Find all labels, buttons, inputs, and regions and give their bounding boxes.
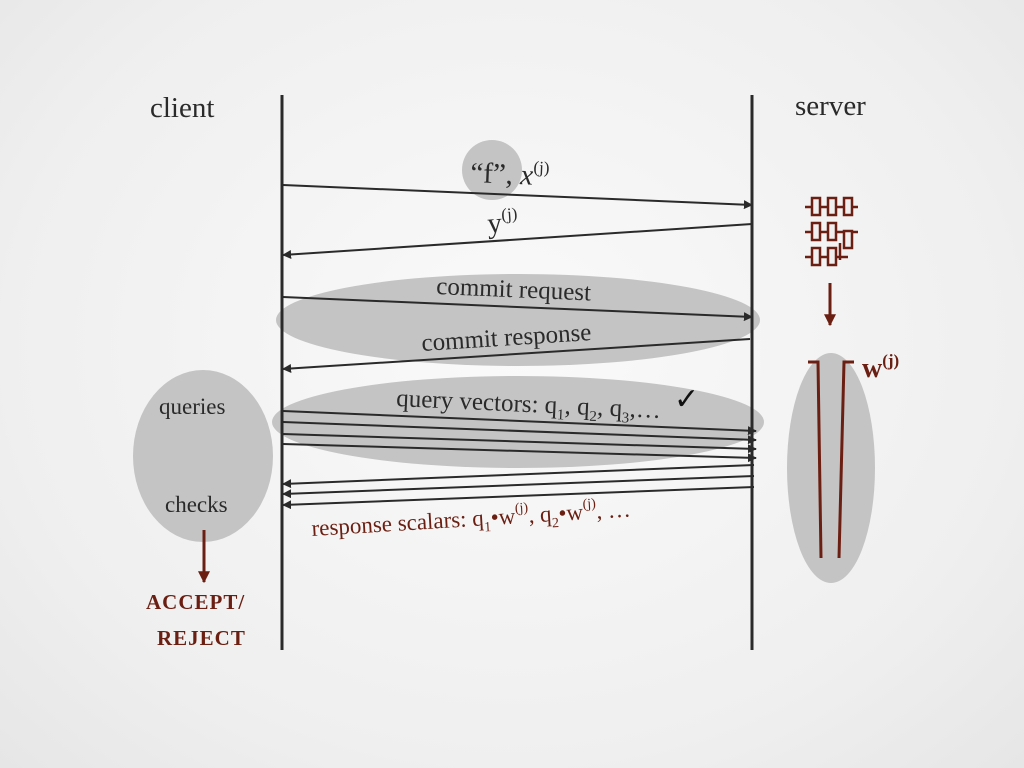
response-suffix: , … — [595, 497, 631, 524]
q1-sub: 1 — [556, 407, 564, 423]
arrow-query-4 — [282, 443, 757, 463]
r1-dot-w: •w — [490, 504, 517, 530]
r2-dot-w: •w — [558, 499, 585, 525]
x-sup-label: (j) — [533, 158, 550, 178]
q3-label: , q — [597, 394, 624, 422]
server-w-ellipse — [787, 353, 875, 583]
comma-label: , — [505, 159, 521, 192]
arrow-function-input — [282, 184, 753, 210]
w-text: w — [862, 353, 883, 384]
r2-sup: (j) — [582, 497, 596, 513]
w-left-bar — [808, 360, 823, 559]
r2-label: , q — [528, 501, 553, 527]
arrow-commit-response — [282, 338, 751, 373]
arrow-response-2 — [282, 475, 755, 499]
output-label: y(j) — [486, 204, 519, 240]
query-suffix: ,… — [629, 396, 661, 424]
checkmark-icon: ✓ — [674, 382, 699, 417]
arrow-query-2 — [282, 421, 757, 445]
server-label: server — [795, 90, 866, 122]
w-sup: (j) — [882, 351, 899, 370]
function-input-label: “f”, x(j) — [470, 155, 550, 192]
r2-sub: 2 — [552, 516, 560, 531]
circuit-icon — [805, 196, 858, 267]
arrow-response-3 — [282, 486, 755, 510]
arrow-output — [282, 223, 753, 259]
f-label: “f” — [470, 157, 507, 190]
client-checks-ellipse — [133, 370, 273, 542]
reject-label: REJECT — [157, 626, 246, 650]
y-sup-label: (j) — [501, 204, 518, 224]
arrow-query-3 — [282, 433, 757, 454]
r1-sup: (j) — [514, 501, 528, 517]
f-highlight-circle — [462, 140, 522, 200]
client-label: client — [150, 92, 214, 124]
response-prefix: response scalars: q — [311, 505, 485, 541]
r1-sub: 1 — [484, 520, 492, 535]
commit-ellipse — [276, 274, 760, 366]
x-label: x — [519, 159, 534, 192]
commit-request-label: commit request — [436, 273, 592, 306]
q3-sub: 3 — [621, 410, 629, 426]
w-right-bar — [837, 360, 854, 559]
y-label: y — [486, 207, 503, 240]
w-label: w(j) — [862, 351, 899, 384]
q2-label: , q — [564, 393, 591, 421]
q2-sub: 2 — [589, 409, 597, 425]
arrow-commit-request — [282, 296, 753, 322]
checks-label: checks — [165, 492, 228, 517]
accept-label: ACCEPT/ — [146, 590, 245, 614]
arrow-response-1 — [282, 464, 755, 489]
arrow-query-1 — [282, 410, 757, 436]
queries-label: queries — [159, 394, 225, 419]
